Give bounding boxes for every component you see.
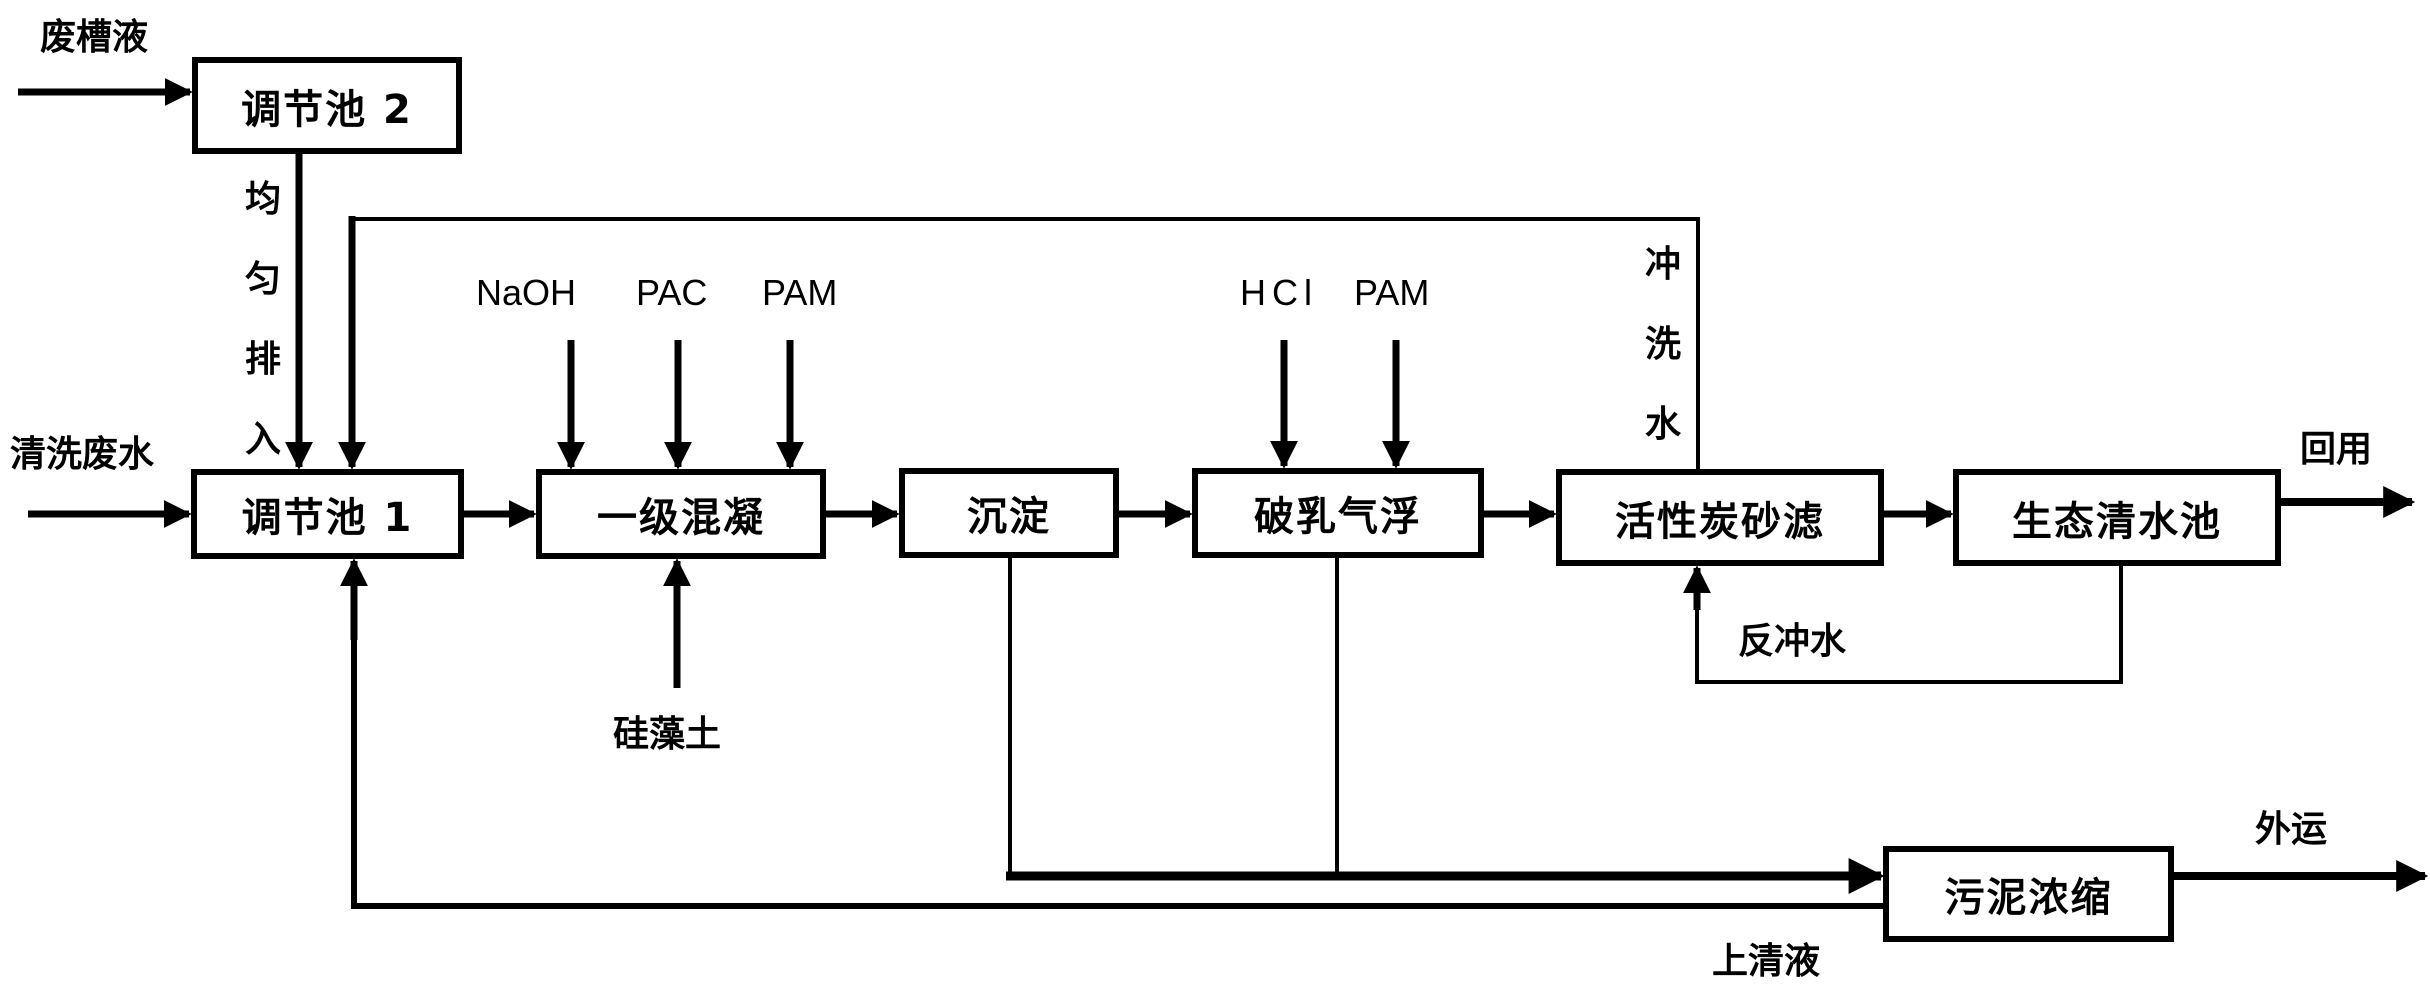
label-rinse-water: 清洗废水 bbox=[10, 434, 155, 475]
label-chem-hcl: HCl bbox=[1240, 272, 1318, 313]
box-equalization-tank-1: 调节池 1 bbox=[191, 469, 464, 559]
label-reuse: 回用 bbox=[2300, 429, 2373, 470]
label-flush-water-text: 冲洗水 bbox=[1644, 244, 1681, 445]
line-supernatant bbox=[351, 620, 1883, 909]
box-equalization-tank-2: 调节池 2 bbox=[192, 57, 462, 154]
label-chem-pam-2: PAM bbox=[1354, 272, 1430, 313]
box-ecological-clear-water-pool: 生态清水池 bbox=[1953, 469, 2281, 566]
label-chem-naoh: NaOH bbox=[476, 272, 577, 313]
label-uniform-discharge-text: 均匀排入 bbox=[244, 179, 281, 460]
label-supernatant: 上清液 bbox=[1712, 941, 1821, 982]
label-diatomite: 硅藻土 bbox=[613, 714, 722, 755]
box-primary-coagulation: 一级混凝 bbox=[536, 469, 826, 559]
line-flush-water bbox=[352, 217, 1700, 469]
box-activated-carbon-sand-filter: 活性炭砂滤 bbox=[1556, 469, 1884, 566]
label-backwash: 反冲水 bbox=[1738, 621, 1847, 662]
line-backwash bbox=[1695, 566, 2123, 684]
label-chem-pac: PAC bbox=[636, 272, 708, 313]
box-demulsify-flotation: 破乳气浮 bbox=[1192, 468, 1484, 558]
box-sludge-thickening: 污泥浓缩 bbox=[1883, 846, 2174, 942]
label-waste-bath: 废槽液 bbox=[40, 17, 149, 58]
label-chem-pam-1: PAM bbox=[762, 272, 838, 313]
label-uniform-discharge: 均匀排入 bbox=[243, 160, 283, 480]
label-flush-water: 冲洗水 bbox=[1643, 225, 1683, 465]
label-haul-out: 外运 bbox=[2255, 809, 2328, 850]
box-sedimentation: 沉淀 bbox=[899, 468, 1119, 558]
